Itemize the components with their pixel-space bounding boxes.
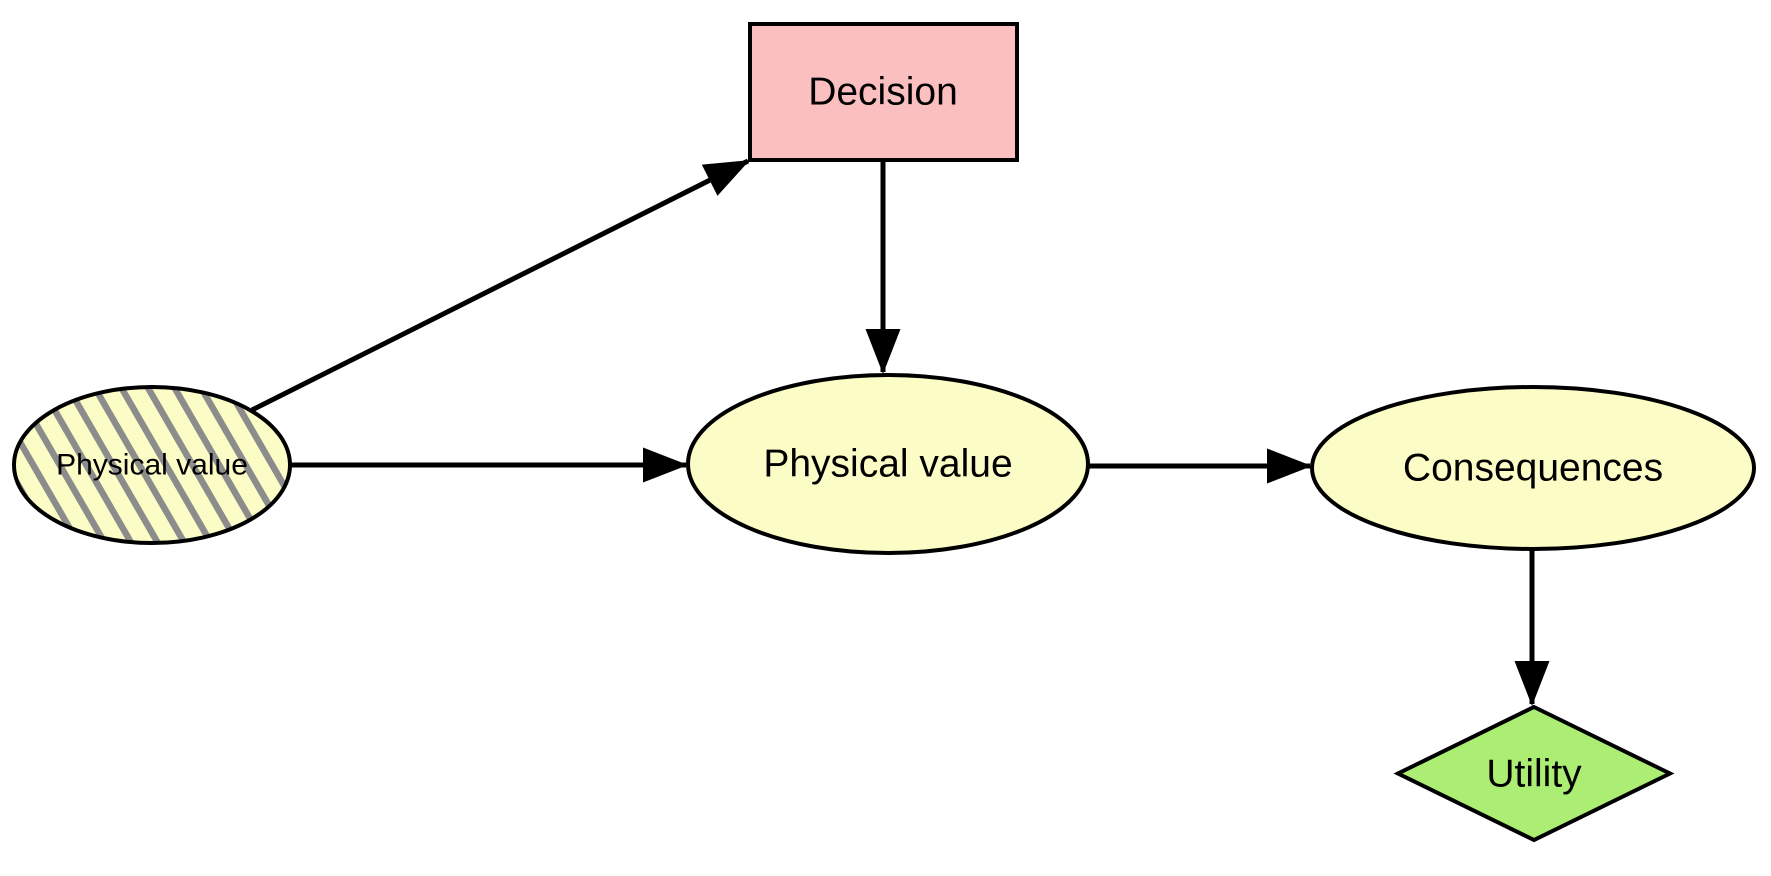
physical-value-ellipse[interactable] [686,373,1090,555]
physical-value-label: Physical value [763,443,1012,486]
node-decision[interactable]: Decision [748,22,1019,162]
node-consequences[interactable]: Consequences [1310,385,1756,551]
edge-observed-value-to-decision[interactable] [250,158,750,413]
node-physical-value[interactable]: Physical value [686,373,1090,555]
consequences-ellipse[interactable] [1310,385,1756,551]
node-observed-physical-value[interactable]: Physical value [12,385,292,545]
decision-rect[interactable] [748,22,1019,162]
utility-diamond[interactable] [1393,704,1675,843]
observed-physical-value-ellipse[interactable] [12,385,292,545]
observed-physical-value-label: Physical value [56,449,248,482]
decision-label: Decision [808,71,958,114]
node-utility[interactable]: Utility [1393,704,1675,843]
consequences-label: Consequences [1403,447,1663,490]
utility-label: Utility [1486,753,1582,796]
